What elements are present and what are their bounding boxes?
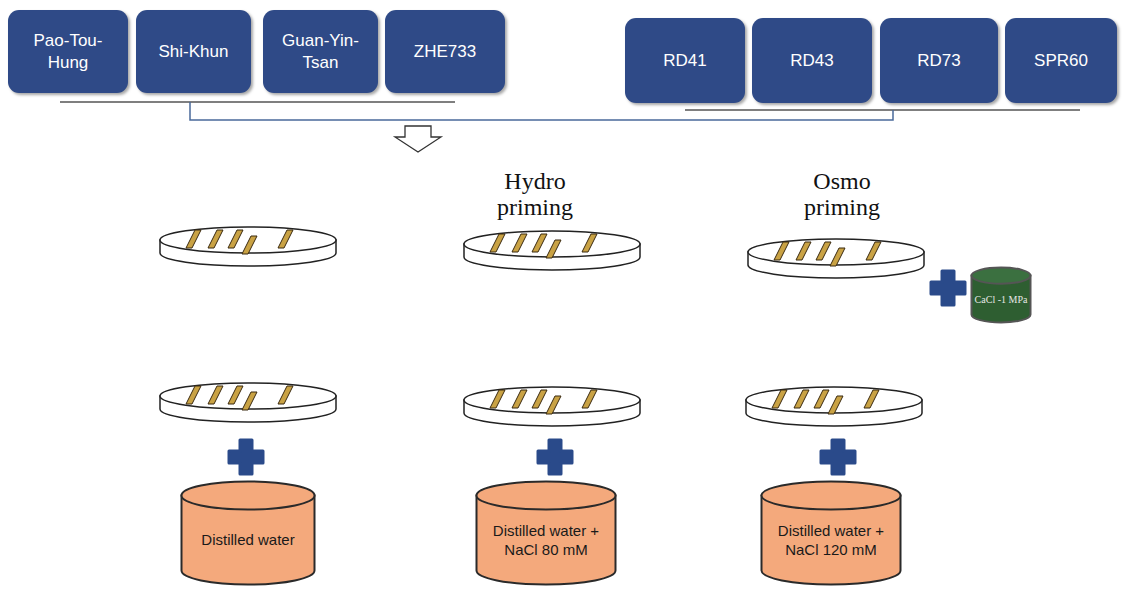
seed	[582, 234, 597, 252]
cultivar-name: Pao-Tou-Hung	[14, 30, 122, 73]
seed	[242, 236, 257, 254]
cultivar-name: RD43	[790, 50, 833, 71]
petri-dish	[746, 387, 922, 426]
cultivar-name: RD41	[663, 50, 706, 71]
seed	[242, 392, 257, 410]
seed	[512, 234, 527, 252]
cultivar-name: ZHE733	[414, 41, 476, 62]
seed	[278, 230, 293, 248]
dish-rim	[464, 231, 640, 257]
dish-rim	[160, 227, 336, 253]
cultivar-box: ZHE733	[385, 10, 505, 93]
seed	[208, 386, 223, 404]
seed	[828, 396, 843, 414]
cultivar-name: Guan-Yin-Tsan	[269, 30, 372, 73]
dish-rim	[160, 383, 336, 409]
cultivar-box: Guan-Yin-Tsan	[263, 10, 378, 93]
group-line	[685, 109, 1080, 111]
cultivar-box: RD41	[625, 18, 745, 103]
petri-dish	[464, 231, 640, 270]
cylinder-top	[182, 482, 315, 510]
plus-sign	[821, 440, 855, 474]
cultivar-box: Shi-Khun	[136, 10, 251, 93]
plus-sign	[229, 440, 263, 474]
seed	[864, 390, 879, 408]
cylinder-top	[972, 268, 1031, 284]
solution-label: Distilled water + NaCl 80 mM	[475, 503, 617, 564]
dish-rim	[464, 387, 640, 413]
water-beaker: Distilled water + NaCl 120 mM	[760, 480, 902, 586]
solution-container: CaCl -1 MPa	[970, 266, 1032, 324]
petri-dish	[160, 383, 336, 422]
plus-sign	[931, 271, 965, 305]
seed	[546, 240, 561, 258]
bracket	[190, 102, 893, 120]
cultivar-name: Shi-Khun	[159, 41, 229, 62]
seed	[512, 390, 527, 408]
cultivar-box: RD73	[880, 18, 998, 103]
seed	[532, 390, 547, 408]
cylinder-top	[477, 482, 616, 510]
seed	[278, 386, 293, 404]
seed	[208, 230, 223, 248]
seed	[582, 390, 597, 408]
seed	[772, 390, 787, 408]
cultivar-box: RD43	[752, 18, 872, 103]
water-beaker: Distilled water	[180, 480, 316, 586]
seed	[774, 242, 789, 260]
plus-sign	[538, 440, 572, 474]
petri-dish	[160, 227, 336, 266]
solution-label: CaCl -1 MPa	[972, 282, 1031, 308]
dish-rim	[746, 387, 922, 413]
solution-label: Distilled water + NaCl 120 mM	[760, 503, 902, 564]
water-beaker: Distilled water + NaCl 80 mM	[475, 480, 617, 586]
seed	[814, 390, 829, 408]
seed	[816, 242, 831, 260]
seed	[866, 242, 881, 260]
seed	[794, 390, 809, 408]
treatment-label: Osmo priming	[777, 168, 907, 221]
solution-label: Distilled water	[195, 512, 300, 554]
cultivar-name: SPR60	[1034, 50, 1088, 71]
seed	[490, 390, 505, 408]
cylinder-top	[762, 482, 901, 510]
cultivar-box: SPR60	[1005, 18, 1117, 103]
dish-rim	[748, 239, 924, 265]
group-line	[60, 101, 455, 103]
hollow-arrow	[395, 126, 441, 152]
seed	[490, 234, 505, 252]
seed	[186, 386, 201, 404]
treatment-label: Hydro priming	[470, 168, 600, 221]
seed	[796, 242, 811, 260]
seed	[546, 396, 561, 414]
seed	[830, 248, 845, 266]
seed	[532, 234, 547, 252]
petri-dish	[464, 387, 640, 426]
seed	[228, 230, 243, 248]
cultivar-box: Pao-Tou-Hung	[8, 10, 128, 93]
seed	[228, 386, 243, 404]
cultivar-name: RD73	[917, 50, 960, 71]
petri-dish	[748, 239, 924, 278]
seed	[186, 230, 201, 248]
